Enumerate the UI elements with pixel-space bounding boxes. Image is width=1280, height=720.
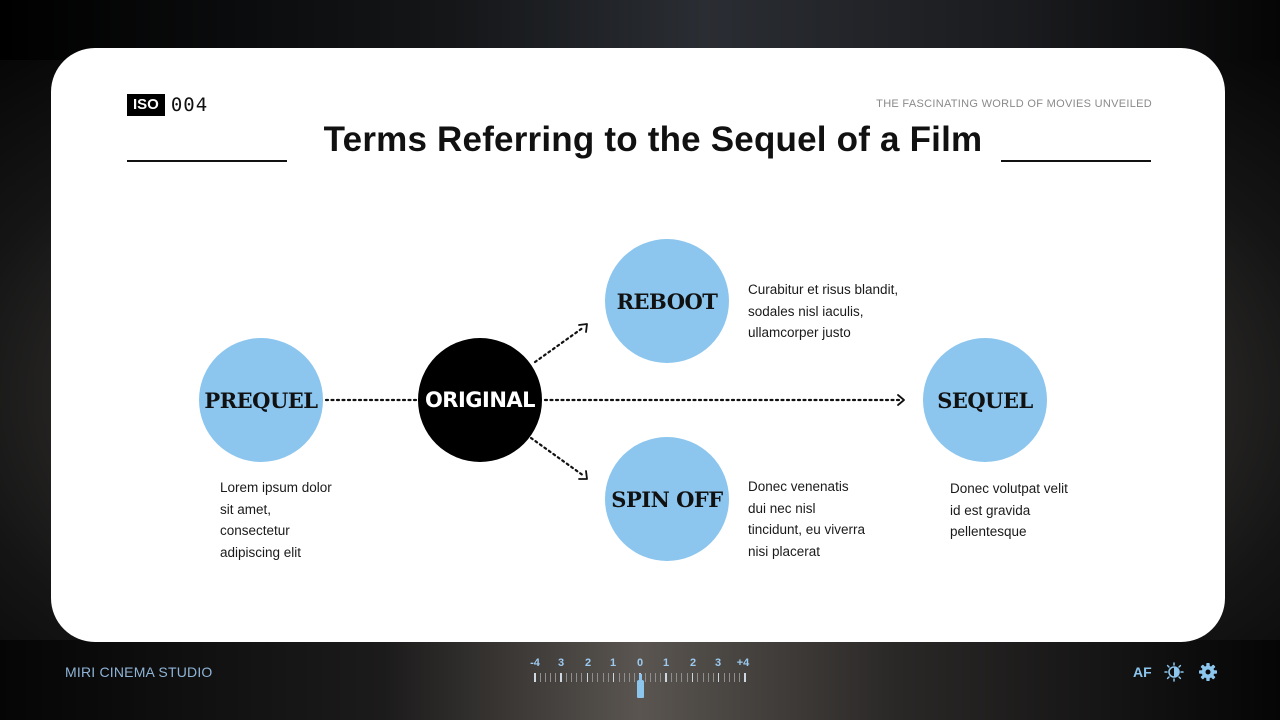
desc-line: Curabitur et risus blandit, — [748, 282, 899, 297]
node-original-label: ORIGINAL — [424, 388, 536, 412]
scale-label: 0 — [636, 657, 644, 669]
desc-line: Lorem ipsum dolor — [220, 480, 332, 495]
node-prequel: PREQUEL — [199, 338, 323, 462]
node-spin-off-label: SPIN OFF — [611, 486, 723, 512]
node-sequel-label: SEQUEL — [937, 387, 1033, 413]
iso-value: 004 — [170, 94, 209, 116]
edge-original-reboot — [533, 325, 586, 364]
studio-brand: MIRI CINEMA STUDIO — [65, 664, 213, 680]
scale-label: 1 — [609, 657, 617, 669]
node-spin-off: SPIN OFF — [605, 437, 729, 561]
desc-line: id est gravida — [950, 502, 1031, 518]
scale-label: +4 — [736, 657, 750, 669]
exposure-scale[interactable]: -4 3 2 1 0 1 2 3 +4 — [528, 657, 756, 701]
node-original: ORIGINAL — [418, 338, 542, 462]
desc-line: nisi placerat — [748, 543, 821, 559]
arrow-head-reboot — [578, 323, 588, 333]
scale-label: 3 — [557, 657, 565, 669]
node-reboot-label: REBOOT — [616, 288, 718, 314]
desc-line: sit amet, — [220, 501, 272, 517]
node-reboot: REBOOT — [605, 239, 729, 363]
edge-original-spinoff — [529, 436, 586, 478]
exposure-pointer[interactable] — [637, 674, 644, 698]
desc-line: Donec venenatis — [748, 479, 849, 494]
exposure-ticks — [534, 673, 746, 683]
desc-line: pellentesque — [950, 524, 1027, 539]
page-title: Terms Referring to the Sequel of a Film — [323, 120, 983, 159]
desc-line: adipiscing elit — [220, 544, 302, 560]
node-sequel: SEQUEL — [923, 338, 1047, 462]
scale-label: 1 — [662, 657, 670, 669]
reboot-description: Curabitur et risus blandit, sodales nisl… — [748, 279, 938, 344]
iso-label: ISO — [127, 94, 165, 116]
tagline: THE FASCINATING WORLD OF MOVIES UNVEILED — [876, 98, 1152, 110]
scale-label: -4 — [530, 657, 540, 669]
arrow-head-sequel — [897, 394, 905, 406]
exposure-scale-labels: -4 3 2 1 0 1 2 3 +4 — [528, 657, 756, 671]
desc-line: ullamcorper justo — [748, 325, 851, 340]
iso-indicator: ISO 004 — [127, 94, 208, 116]
gear-icon[interactable] — [1198, 662, 1218, 682]
scale-label: 2 — [584, 657, 592, 669]
arrow-head-spinoff — [578, 470, 588, 480]
af-button[interactable]: AF — [1133, 664, 1152, 680]
scale-label: 3 — [714, 657, 722, 669]
spin-off-description: Donec venenatis dui nec nisl tincidunt, … — [748, 476, 928, 562]
title-rule-right — [1001, 160, 1151, 162]
desc-line: dui nec nisl — [748, 500, 816, 516]
desc-line: Donec volutpat velit — [950, 481, 1068, 496]
title-rule-left — [127, 160, 287, 162]
scale-label: 2 — [689, 657, 697, 669]
node-prequel-label: PREQUEL — [204, 387, 318, 413]
desc-line: sodales nisl iaculis, — [748, 303, 864, 319]
brightness-contrast-icon[interactable] — [1164, 662, 1184, 682]
desc-line: tincidunt, eu viverra — [748, 522, 866, 537]
desc-line: consectetur — [220, 523, 290, 538]
sequel-description: Donec volutpat velit id est gravida pell… — [950, 478, 1130, 543]
prequel-description: Lorem ipsum dolor sit amet, consectetur … — [220, 477, 400, 563]
